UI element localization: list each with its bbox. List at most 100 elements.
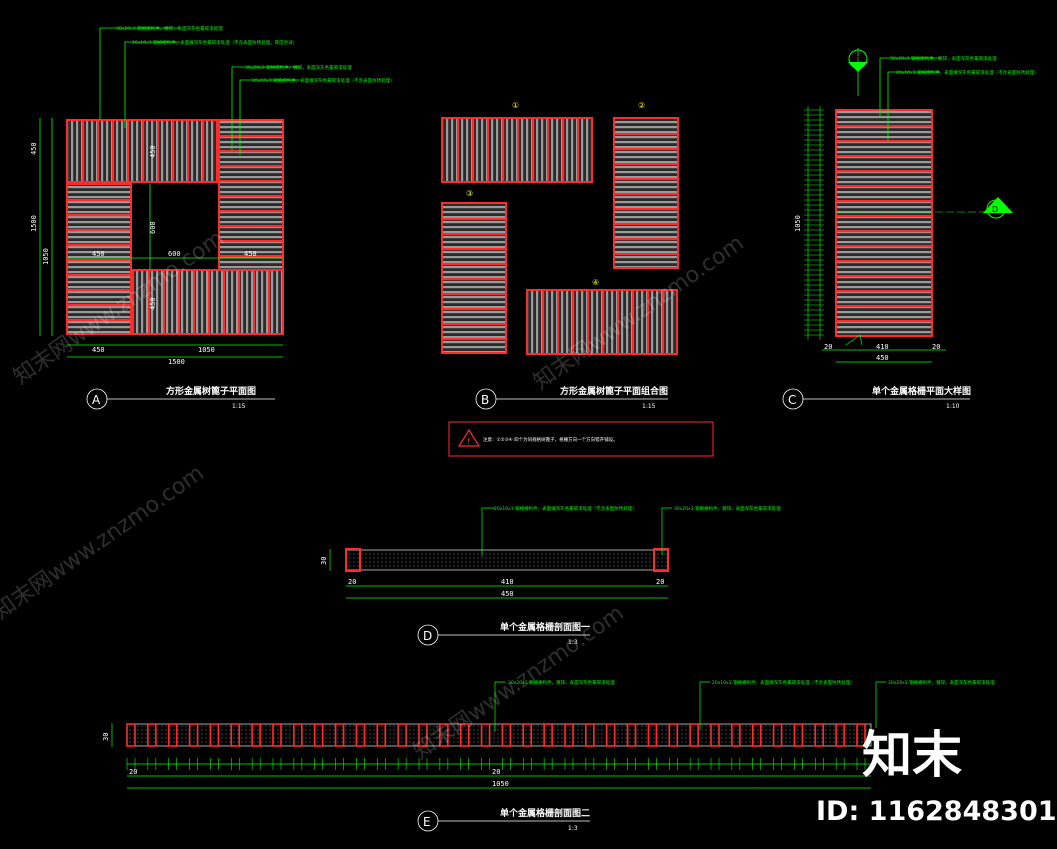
section-e-tube	[605, 723, 616, 747]
grating-accent-bar	[187, 121, 190, 181]
grating-accent-bar	[837, 305, 931, 308]
section-d-bar	[345, 549, 669, 571]
grating-accent-bar	[220, 180, 282, 183]
section-e-tube	[647, 723, 658, 747]
grating-accent-bar	[443, 323, 505, 326]
grating-accent-bar	[542, 291, 545, 353]
note-e1: 30x20x3 钢格栅构件，镀锌，表面深灰色氟碳漆处理	[508, 679, 615, 686]
section-e-tube	[751, 723, 762, 747]
section-e-tube	[313, 723, 324, 747]
section-e-dims	[111, 681, 886, 789]
label-e: E	[423, 815, 431, 829]
grating-accent-bar	[837, 260, 931, 263]
grating-accent-bar	[562, 119, 565, 181]
section-e-tube	[355, 723, 366, 747]
grating-accent-bar	[837, 275, 931, 278]
section-e-tube	[439, 723, 449, 747]
grating-accent-bar	[68, 244, 130, 247]
marker-b4: ④	[592, 278, 599, 287]
note-a4: 20x10x3 钢格栅构件，表面做深灰色氟碳漆处理（不含表面防锈处理）	[252, 77, 395, 84]
label-a: A	[92, 393, 101, 407]
grating-accent-bar	[617, 291, 620, 353]
dim-a-inner-center: 600	[168, 250, 181, 258]
section-e-tube	[272, 723, 282, 747]
grating-accent-bar	[268, 271, 271, 333]
section-e-tube	[585, 723, 595, 747]
dim-e-unit: 20	[492, 768, 500, 776]
grating-accent-bar	[837, 125, 931, 128]
section-e-tube	[334, 723, 345, 747]
note-c1: 30x20x3 钢格栅构件，镀锌，表面深灰色氟碳漆处理	[890, 55, 997, 62]
scale-c: 1:10	[946, 403, 960, 410]
drawing-e: 30 20 20 1050 30x20x3 钢格栅构件，镀锌，表面深灰色氟碳漆处…	[102, 679, 995, 832]
note-a3: 30x20x3 钢格栅构件，镀锌，表面深灰色氟碳漆处理	[245, 64, 352, 71]
grating-accent-bar	[615, 178, 677, 181]
grating-accent-bar	[220, 210, 282, 213]
grating-accent-bar	[220, 165, 282, 168]
dim-a-inner-left: 450	[92, 250, 105, 258]
dim-a-left-top: 450	[30, 142, 38, 155]
section-e-tube	[230, 723, 241, 747]
dim-c-bottom-total: 450	[876, 354, 889, 362]
grating-accent-bar	[223, 271, 226, 333]
grating-accent-bar	[68, 319, 130, 322]
drawing-c: 1050 20 410 20 450 E D 30x20	[782, 48, 1039, 410]
grating-accent-bar	[193, 271, 196, 333]
grating-accent-bar	[68, 274, 130, 277]
grating-accent-bar	[547, 119, 550, 181]
grating-accent-bar	[837, 140, 931, 143]
dim-a-inner-mid: 600	[149, 221, 157, 234]
label-d: D	[423, 629, 432, 643]
grating-accent-bar	[157, 121, 160, 181]
grating-accent-bar	[557, 291, 560, 353]
scale-d: 1:3	[568, 639, 578, 646]
grating-accent-bar	[615, 148, 677, 151]
section-d-left-tube	[345, 548, 361, 572]
grating-accent-bar	[253, 271, 256, 333]
grating-accent-bar	[837, 320, 931, 323]
scale-e: 1:3	[568, 825, 578, 832]
grating-accent-bar	[472, 119, 475, 181]
grating-accent-bar	[443, 308, 505, 311]
section-e-tube	[480, 723, 491, 747]
section-e-tube	[710, 723, 720, 747]
grating-accent-bar	[615, 193, 677, 196]
watermark-text-3: 知末网www.znzmo.com	[0, 461, 209, 625]
plan-a-leaders	[39, 27, 300, 358]
section-e-tube	[188, 723, 199, 747]
grating-accent-bar	[602, 291, 605, 353]
scale-b: 1:15	[642, 403, 656, 410]
grating-accent-bar	[443, 263, 505, 266]
grating-accent-bar	[220, 150, 282, 153]
grating-accent-bar	[632, 291, 635, 353]
plan-c-leaders	[879, 57, 940, 140]
section-e-tube	[209, 723, 220, 747]
grating-accent-bar	[443, 248, 505, 251]
grating-accent-bar	[587, 291, 590, 353]
grating-accent-bar	[148, 271, 151, 333]
note-a1: 30x20x3 钢格栅构件，镀锌，表面深灰色氟碳漆处理	[116, 25, 223, 32]
grating-accent-bar	[615, 133, 677, 136]
plan-c-dim-ladder	[804, 106, 824, 340]
grating-accent-bar	[647, 291, 650, 353]
section-e-tube	[731, 723, 741, 747]
warning-text: 注意：①②③④ 四个为同规格树篦子，格栅方向一个方向错开铺设。	[483, 436, 618, 443]
section-e-tubes	[126, 723, 866, 747]
grating-accent-bar	[615, 253, 677, 256]
grating-accent-bar	[178, 271, 181, 333]
section-e-tube	[668, 723, 679, 747]
section-e-tube	[835, 723, 845, 747]
dim-c-bottom-left: 20	[824, 343, 832, 351]
section-e-tube	[251, 723, 261, 747]
section-d-right-tube	[653, 548, 669, 572]
note-d1: 20x10x3 钢格栅构件，表面做深灰色氟碳漆处理（不含表面防锈处理）	[494, 505, 637, 512]
title-d: 单个金属格栅剖面图一	[500, 621, 590, 633]
dim-d-mid: 410	[501, 578, 514, 586]
dim-d-total: 450	[501, 590, 514, 598]
section-e-tube	[167, 723, 178, 747]
grating-accent-bar	[68, 229, 130, 232]
section-e-tube	[856, 723, 866, 747]
warning-box: ! 注意：①②③④ 四个为同规格树篦子，格栅方向一个方向错开铺设。	[448, 421, 714, 457]
section-e-tube	[793, 723, 804, 747]
note-e2: 20x10x3 钢格栅构件，表面做深灰色氟碳漆处理（不含表面防锈处理）	[712, 679, 855, 686]
